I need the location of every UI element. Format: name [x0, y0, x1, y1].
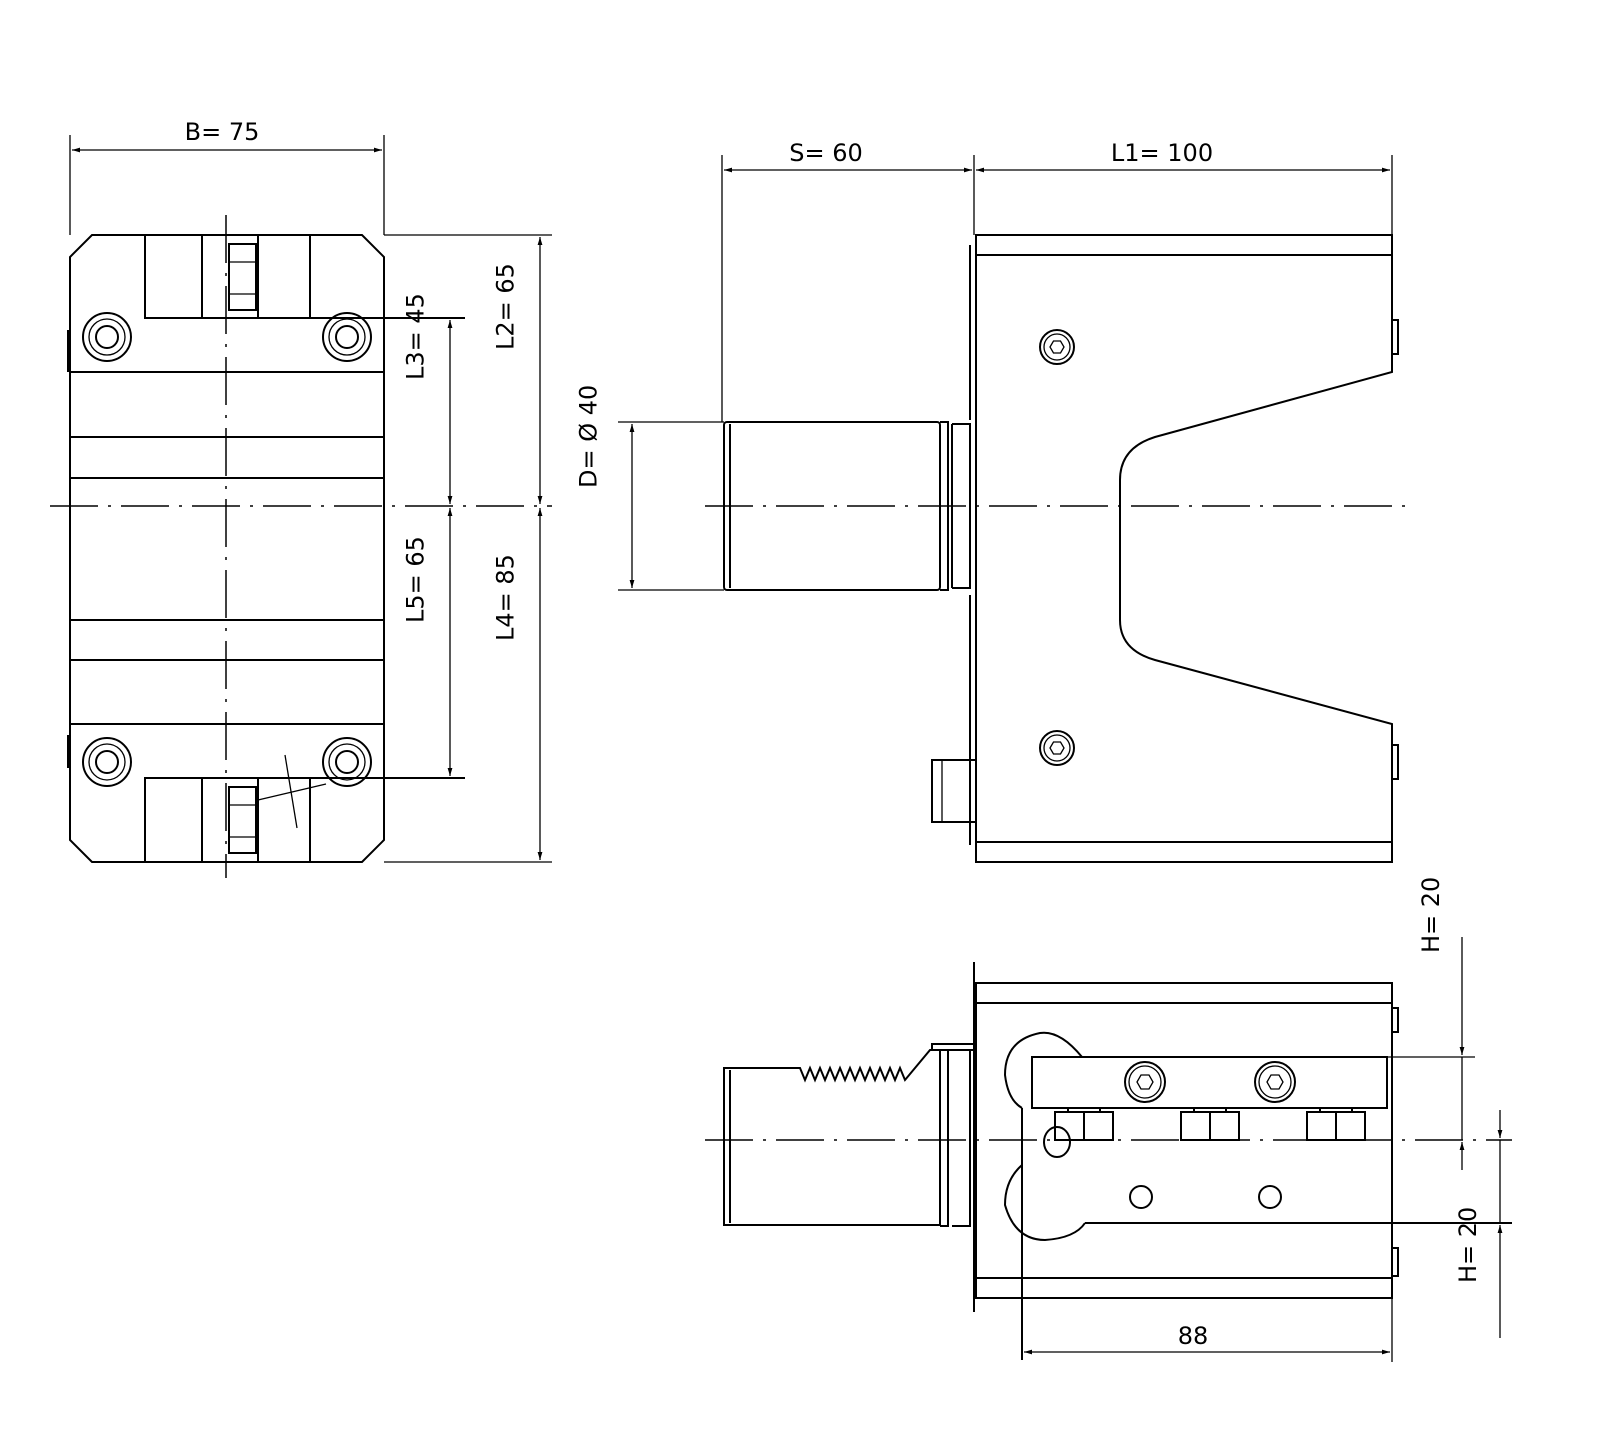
dim-L5: L5= 65 [402, 536, 430, 623]
dim-L4: L4= 85 [492, 554, 520, 641]
dim-B: B= 75 [185, 118, 260, 146]
dim-S: S= 60 [789, 139, 863, 167]
dim-H-top: H= 20 [1417, 877, 1445, 953]
hex-screw-icon [1039, 329, 1075, 766]
bolt-icon [82, 312, 372, 787]
side-view: S= 60 L1= 100 D= Ø 40 [574, 139, 1412, 863]
dim-L1: L1= 100 [1111, 139, 1213, 167]
dim-D: D= Ø 40 [574, 385, 602, 488]
dim-88: 88 [1178, 1322, 1209, 1350]
dim-H-bottom: H= 20 [1454, 1207, 1482, 1283]
nut-icon [1054, 1108, 1366, 1141]
dim-L2: L2= 65 [492, 263, 520, 350]
front-view: B= 75 L3= 45 L2= 65 L5= 65 L4= 85 [50, 118, 552, 878]
dim-L3: L3= 45 [402, 293, 430, 380]
top-view: 88 H= 20 H= 20 [705, 877, 1512, 1362]
hex-screw-icon [1124, 1061, 1296, 1103]
